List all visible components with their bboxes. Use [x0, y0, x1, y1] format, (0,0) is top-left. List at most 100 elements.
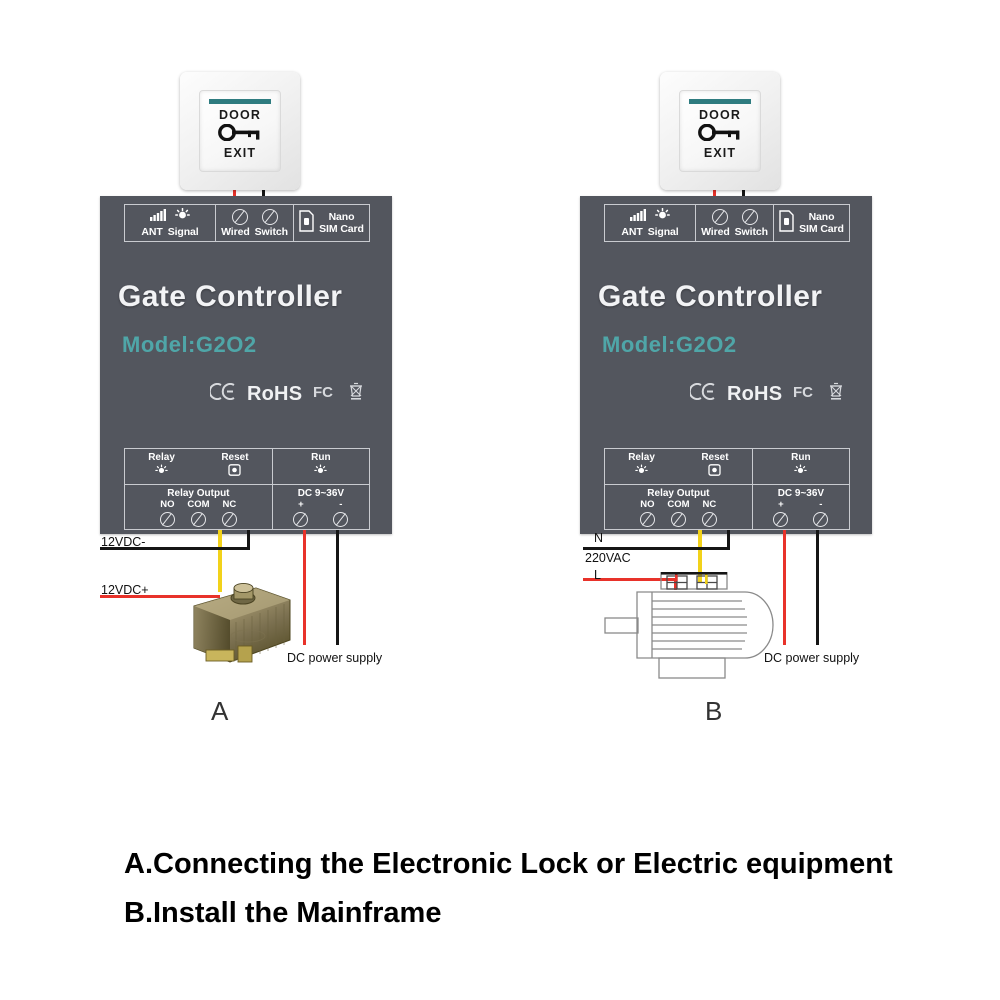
ant-label-a: ANT: [141, 225, 163, 238]
terminal-no-screw-b[interactable]: [639, 511, 655, 527]
terminal-minus-label-a: -: [339, 498, 343, 510]
door-exit-button-b[interactable]: DOOR EXIT: [660, 72, 780, 190]
terminal-com-screw-a[interactable]: [190, 511, 206, 527]
led-icon: [635, 463, 648, 481]
wired-terminal-screw-a[interactable]: [231, 209, 248, 225]
sim-card-cell-b: Nano SIM Card: [774, 204, 850, 242]
gate-controller-a: ANT Signal Wired Switch: [100, 196, 392, 534]
ce-mark-icon: [208, 383, 236, 405]
label-12vdc-negative-a: 12VDC-: [101, 535, 146, 549]
wired-terminal-screw-b[interactable]: [711, 209, 728, 225]
terminal-no-label-a: NO: [160, 498, 175, 510]
door-exit-face-a: DOOR EXIT: [199, 90, 281, 172]
signal-light-icon: [655, 207, 670, 226]
terminal-nc-label-b: NC: [702, 498, 717, 510]
switch-label-a: Switch: [254, 225, 288, 238]
wire-dc-plus-red-a: [303, 530, 306, 645]
antenna-bars-icon: [150, 208, 166, 226]
reset-button-icon[interactable]: [228, 463, 242, 481]
door-exit-face-b: DOOR EXIT: [679, 90, 761, 172]
caption-line-a: A.Connecting the Electronic Lock or Elec…: [124, 848, 893, 880]
wire-12vdc-neg-a: [100, 547, 250, 550]
power-section-b: Run: [751, 449, 849, 529]
reset-label-b: Reset: [701, 452, 729, 463]
run-label-b: Run: [791, 452, 811, 463]
signal-label-a: Signal: [167, 225, 199, 238]
run-row-b: Run: [752, 449, 849, 485]
switch-terminal-screw-a[interactable]: [261, 209, 278, 225]
relay-reset-row-a: Relay: [125, 449, 272, 485]
run-label-a: Run: [311, 452, 331, 463]
sim-card-label-a: SIM Card: [319, 223, 364, 235]
terminal-nc-screw-b[interactable]: [701, 511, 717, 527]
sim-card-icon: [779, 209, 794, 237]
ant-signal-cell-a: ANT Signal: [124, 204, 216, 242]
key-icon: [218, 123, 262, 146]
gate-controller-b: ANT Signal Wired Switch: [580, 196, 872, 534]
door-exit-accent-bar-a: [209, 99, 271, 104]
wire-relay-com-black-vert-b: [727, 530, 730, 550]
rohs-mark-label: RoHS: [727, 382, 783, 405]
signal-label-b: Signal: [647, 225, 679, 238]
panel-label-b: B: [705, 696, 723, 726]
relay-section-b: Relay: [605, 449, 752, 529]
terminal-nc-screw-a[interactable]: [221, 511, 237, 527]
relay-label-b: Relay: [628, 452, 655, 463]
wire-12vdc-pos-a: [100, 595, 220, 598]
dc-voltage-title-a: DC 9~36V: [297, 487, 345, 499]
ant-signal-cell-b: ANT Signal: [604, 204, 696, 242]
fcc-mark-icon: FC: [313, 384, 337, 405]
terminal-plus-screw-a[interactable]: [293, 511, 309, 527]
panel-label-a: A: [211, 696, 229, 726]
door-exit-label-bottom-b: EXIT: [703, 146, 737, 160]
sim-card-cell-a: Nano SIM Card: [294, 204, 370, 242]
label-dc-power-supply-b: DC power supply: [764, 651, 860, 665]
power-section-a: Run: [271, 449, 369, 529]
switch-label-b: Switch: [734, 225, 768, 238]
relay-reset-row-b: Relay: [605, 449, 752, 485]
wire-line-drop-b: [674, 578, 677, 590]
terminal-minus-screw-a[interactable]: [333, 511, 349, 527]
relay-section-a: Relay: [125, 449, 272, 529]
wired-label-a: Wired: [221, 225, 250, 238]
relay-output-title-b: Relay Output: [647, 487, 710, 499]
certification-marks-a: RoHS FC: [208, 382, 364, 406]
relay-label-a: Relay: [148, 452, 175, 463]
wired-switch-cell-b: Wired Switch: [696, 204, 774, 242]
terminal-plus-label-a: +: [298, 498, 304, 510]
controller-top-panel-b: ANT Signal Wired Switch: [604, 204, 850, 242]
wire-relay-no-yellow-b: [698, 530, 702, 582]
door-exit-button-a[interactable]: DOOR EXIT: [180, 72, 300, 190]
controller-model-b: Model:G2O2: [602, 332, 737, 357]
label-12vdc-positive-a: 12VDC+: [101, 583, 149, 597]
terminal-plus-screw-b[interactable]: [773, 511, 789, 527]
rohs-mark-label: RoHS: [247, 382, 303, 405]
run-row-a: Run: [272, 449, 369, 485]
terminal-com-label-a: COM: [187, 498, 210, 510]
sim-card-label-b: SIM Card: [799, 223, 844, 235]
door-exit-label-top-b: DOOR: [699, 108, 741, 122]
terminal-no-screw-a[interactable]: [159, 511, 175, 527]
nano-label-b: Nano: [808, 211, 835, 223]
switch-terminal-screw-b[interactable]: [741, 209, 758, 225]
ce-mark-icon: [688, 383, 716, 405]
electronic-lock-a: [186, 578, 296, 673]
reset-button-icon[interactable]: [708, 463, 722, 481]
terminal-nc-label-a: NC: [222, 498, 237, 510]
reset-label-a: Reset: [221, 452, 249, 463]
fcc-mark-icon: FC: [793, 384, 817, 405]
relay-output-title-a: Relay Output: [167, 487, 230, 499]
wire-dc-minus-black-b: [816, 530, 819, 645]
terminal-com-screw-b[interactable]: [670, 511, 686, 527]
certification-marks-b: RoHS FC: [688, 382, 844, 406]
terminal-minus-label-b: -: [819, 498, 823, 510]
weee-bin-icon: [828, 382, 844, 406]
door-exit-accent-bar-b: [689, 99, 751, 104]
wired-label-b: Wired: [701, 225, 730, 238]
caption-line-b: B.Install the Mainframe: [124, 897, 442, 929]
terminal-minus-screw-b[interactable]: [813, 511, 829, 527]
wire-neutral-b: [583, 547, 730, 550]
svg-text:FC: FC: [313, 384, 333, 400]
terminal-com-label-b: COM: [667, 498, 690, 510]
